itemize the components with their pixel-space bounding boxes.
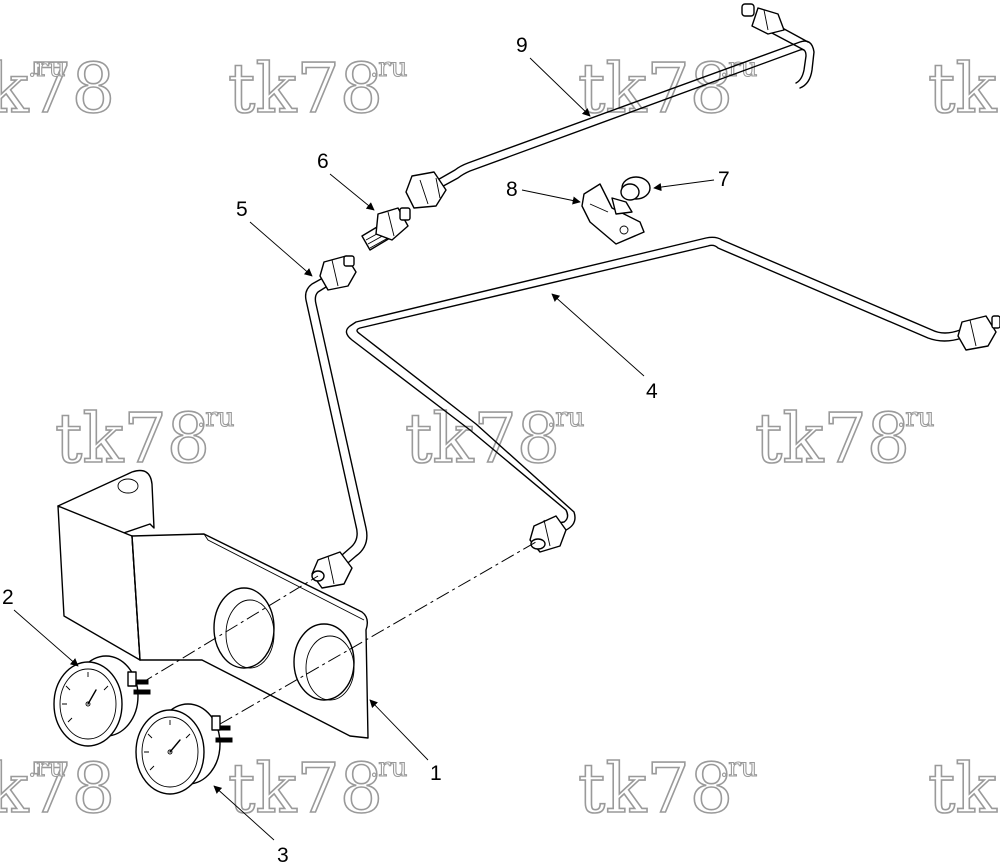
watermark: tk78 .ru [0,49,116,130]
assembly-lines [139,541,537,725]
callout-8: 8 [506,178,581,205]
watermark: tk78 [927,49,1000,130]
callout-6: 6 [317,150,375,211]
svg-text:tk78: tk78 [228,50,383,129]
svg-text:5: 5 [236,198,248,221]
svg-text:tk78: tk78 [578,750,733,829]
svg-text:7: 7 [718,168,730,191]
callout-5: 5 [236,198,313,277]
callout-4: 4 [551,293,658,403]
svg-text:8: 8 [506,178,518,201]
watermarks: tk78 .ru tk78 .ru tk78 .ru tk78 tk78 .ru… [0,49,1000,830]
part-2-gauge [53,655,151,747]
svg-text:2: 2 [2,586,14,609]
svg-text:tk78: tk78 [0,50,115,129]
svg-text:.ru: .ru [897,403,934,433]
part-3-gauge [135,703,233,795]
callout-7: 7 [653,168,730,192]
watermark: tk78 .ru [227,49,408,130]
part-8-bracket [581,183,645,245]
svg-text:tk78: tk78 [928,750,1000,829]
watermark: tk78 [927,749,1000,830]
part-7-clamp [611,176,651,215]
svg-text:6: 6 [317,150,329,173]
watermark: tk78 .ru [0,749,116,830]
svg-text:tk78: tk78 [928,50,1000,129]
svg-text:.ru: .ru [28,753,65,783]
svg-text:.ru: .ru [370,753,407,783]
svg-text:tk78: tk78 [578,50,733,129]
svg-text:.ru: .ru [28,53,65,83]
svg-text:tk78: tk78 [0,750,115,829]
watermark: tk78 .ru [404,399,585,480]
svg-text:.ru: .ru [197,403,234,433]
svg-text:3: 3 [277,844,289,863]
callout-1: 1 [369,699,442,785]
svg-text:.ru: .ru [547,403,584,433]
svg-text:tk78: tk78 [228,750,383,829]
watermark: tk78 .ru [227,749,408,830]
svg-text:.ru: .ru [370,53,407,83]
svg-text:tk78: tk78 [55,400,210,479]
callout-2: 2 [2,586,79,667]
watermark: tk78 .ru [54,399,235,480]
part-5-tube [304,255,368,589]
callout-3: 3 [213,785,289,863]
svg-text:tk78: tk78 [405,400,560,479]
svg-text:9: 9 [516,34,528,57]
svg-text:4: 4 [646,380,658,403]
svg-text:tk78: tk78 [755,400,910,479]
part-4-tube [345,236,1000,553]
watermark: tk78 .ru [577,749,758,830]
svg-text:1: 1 [430,762,442,785]
part-6-fitting [361,207,411,251]
part-9-tube [405,3,815,209]
svg-text:.ru: .ru [720,753,757,783]
watermark: tk78 .ru [754,399,935,480]
part-1-panel [57,469,369,739]
callout-9: 1 9 [516,34,591,117]
